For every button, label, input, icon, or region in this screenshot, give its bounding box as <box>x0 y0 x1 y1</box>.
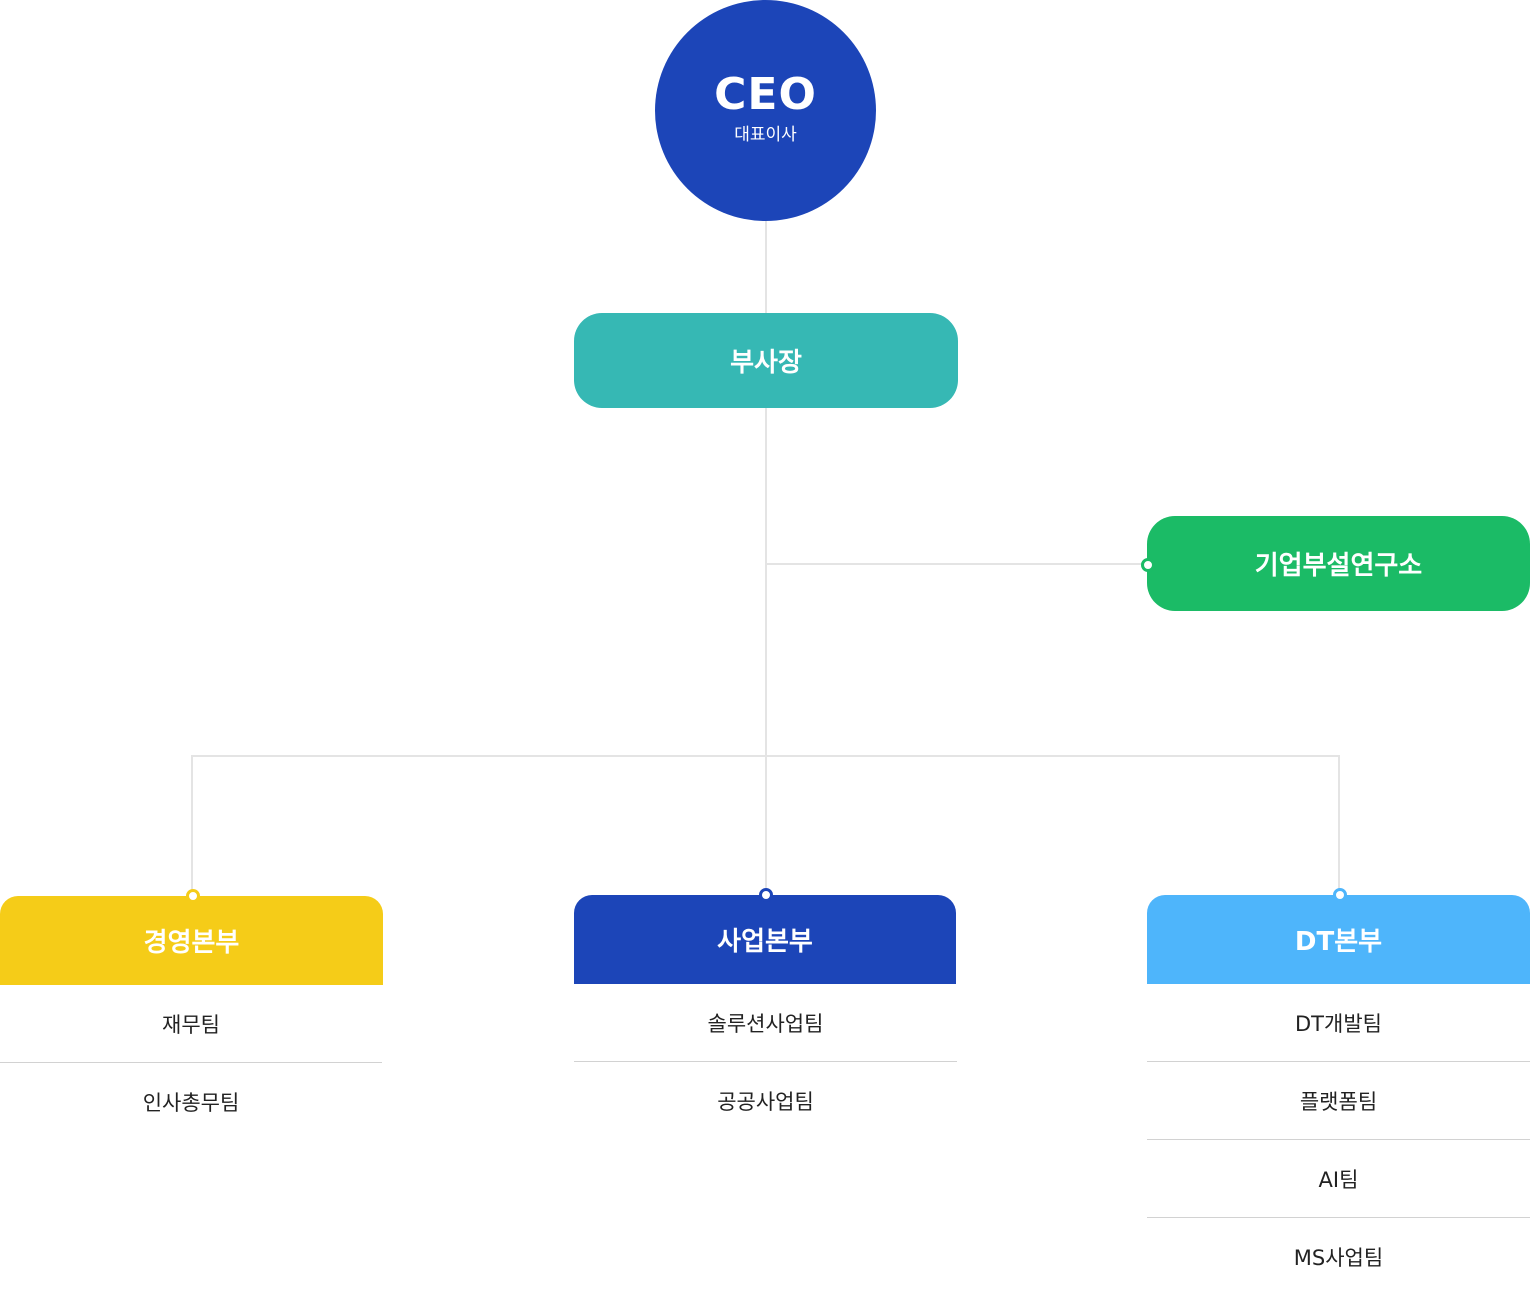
vice-president-node: 부사장 <box>574 313 958 408</box>
management-connector-dot <box>186 889 200 903</box>
team-list-dt: DT개발팀 플랫폼팀 AI팀 MS사업팀 <box>1147 984 1530 1296</box>
team-item: DT개발팀 <box>1147 984 1530 1062</box>
research-lab-label: 기업부설연구소 <box>1254 551 1423 581</box>
division-header-business: 사업본부 <box>574 895 956 984</box>
division-label-dt: DT본부 <box>1294 927 1383 957</box>
connector-division-bus <box>191 755 1340 757</box>
ceo-node: CEO 대표이사 <box>655 0 876 221</box>
team-item: 재무팀 <box>0 985 382 1063</box>
team-item: 인사총무팀 <box>142 1091 240 1115</box>
team-list-management: 재무팀 인사총무팀 <box>0 985 382 1141</box>
ceo-subtitle: 대표이사 <box>734 125 797 145</box>
team-item: 솔루션사업팀 <box>574 984 957 1062</box>
connector-to-research-lab <box>765 563 1147 565</box>
division-label-business: 사업본부 <box>717 927 813 957</box>
division-header-management: 경영본부 <box>0 896 383 985</box>
division-label-management: 경영본부 <box>143 928 240 958</box>
connector-ceo-to-vp <box>765 221 767 314</box>
connector-to-management <box>191 755 193 896</box>
research-lab-node: 기업부설연구소 <box>1147 516 1530 611</box>
connector-to-dt <box>1338 755 1340 896</box>
team-list-business: 솔루션사업팀 공공사업팀 <box>574 984 957 1140</box>
team-item: AI팀 <box>1147 1140 1530 1218</box>
dt-connector-dot <box>1333 888 1347 902</box>
vice-president-label: 부사장 <box>730 348 802 378</box>
ceo-title: CEO <box>714 69 817 120</box>
team-item: MS사업팀 <box>1293 1246 1384 1270</box>
team-item: 플랫폼팀 <box>1147 1062 1530 1140</box>
connector-vp-trunk <box>765 407 767 896</box>
research-lab-connector-dot <box>1141 558 1155 572</box>
team-item: 공공사업팀 <box>717 1090 814 1114</box>
division-header-dt: DT본부 <box>1147 895 1530 984</box>
business-connector-dot <box>759 888 773 902</box>
